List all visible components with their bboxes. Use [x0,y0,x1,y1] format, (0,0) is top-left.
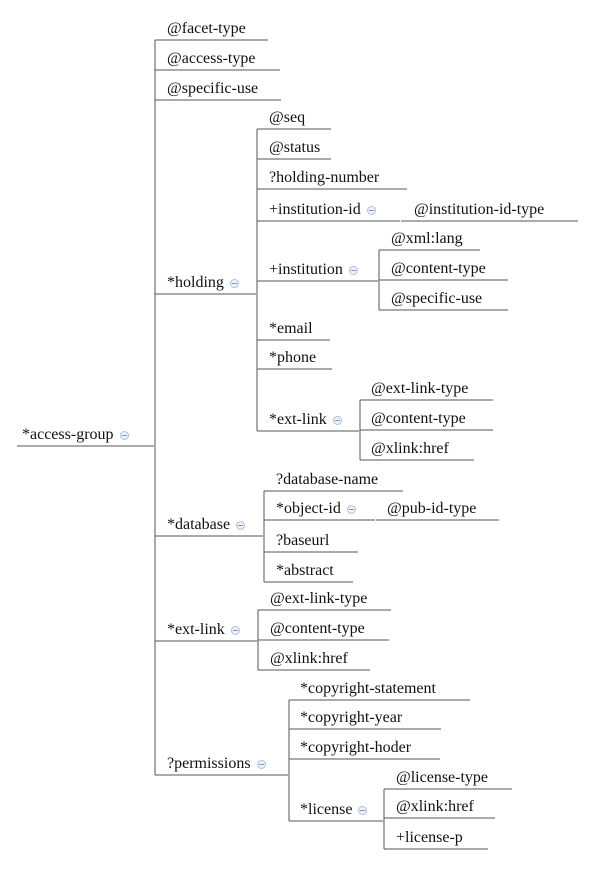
node-institution-id-type[interactable]: @institution-id-type [414,201,545,218]
node-object-id[interactable]: *object-id [276,500,341,517]
collapse-icon[interactable] [236,521,246,530]
node-facet-type[interactable]: @facet-type [167,20,246,37]
node-database[interactable]: *database [167,516,231,533]
node-ext-link-type[interactable]: @ext-link-type [371,380,469,397]
node-content-type[interactable]: @content-type [391,260,486,277]
node-license-type[interactable]: @license-type [396,769,489,786]
collapse-icon[interactable] [332,416,342,425]
collapse-icon[interactable] [348,266,358,275]
node-baseurl[interactable]: ?baseurl [276,532,330,549]
node-license-p[interactable]: +license-p [396,829,463,846]
collapse-icon[interactable] [119,431,129,440]
node-specific-use[interactable]: @specific-use [391,290,483,307]
node-ext-link-type[interactable]: @ext-link-type [270,590,368,607]
node-status[interactable]: @status [269,139,321,156]
node-holding[interactable]: *holding [167,274,224,291]
collapse-icon[interactable] [230,626,240,635]
node-license[interactable]: *license [300,801,353,818]
node-content-type[interactable]: @content-type [270,620,365,637]
collapse-icon[interactable] [229,279,239,288]
node-specific-use[interactable]: @specific-use [167,80,259,97]
node-copyright-statement[interactable]: *copyright-statement [300,680,436,697]
node-seq[interactable]: @seq [269,109,306,126]
node-database-name[interactable]: ?database-name [276,471,379,488]
node-xml-lang[interactable]: @xml:lang [391,230,463,247]
node-ext-link[interactable]: *ext-link [269,411,327,428]
node-pub-id-type[interactable]: @pub-id-type [387,500,477,517]
node-copyright-hoder[interactable]: *copyright-hoder [300,739,412,756]
node-xlink-href[interactable]: @xlink:href [371,440,449,457]
collapse-icon[interactable] [346,505,356,514]
node-content-type[interactable]: @content-type [371,410,466,427]
node-access-group[interactable]: *access-group [22,426,114,443]
collapse-icon[interactable] [358,806,368,815]
node-ext-link[interactable]: *ext-link [167,621,225,638]
node-abstract[interactable]: *abstract [276,562,334,579]
collapse-icon[interactable] [256,760,266,769]
node-xlink-href[interactable]: @xlink:href [270,650,348,667]
node-holding-number[interactable]: ?holding-number [269,169,380,186]
node-xlink-href[interactable]: @xlink:href [396,798,474,815]
node-permissions[interactable]: ?permissions [167,755,251,772]
node-email[interactable]: *email [269,320,313,337]
node-copyright-year[interactable]: *copyright-year [300,709,403,726]
node-institution[interactable]: +institution [269,261,343,278]
node-phone[interactable]: *phone [269,349,317,366]
collapse-icon[interactable] [366,206,376,215]
node-access-type[interactable]: @access-type [167,50,256,67]
node-institution-id[interactable]: +institution-id [269,201,361,218]
